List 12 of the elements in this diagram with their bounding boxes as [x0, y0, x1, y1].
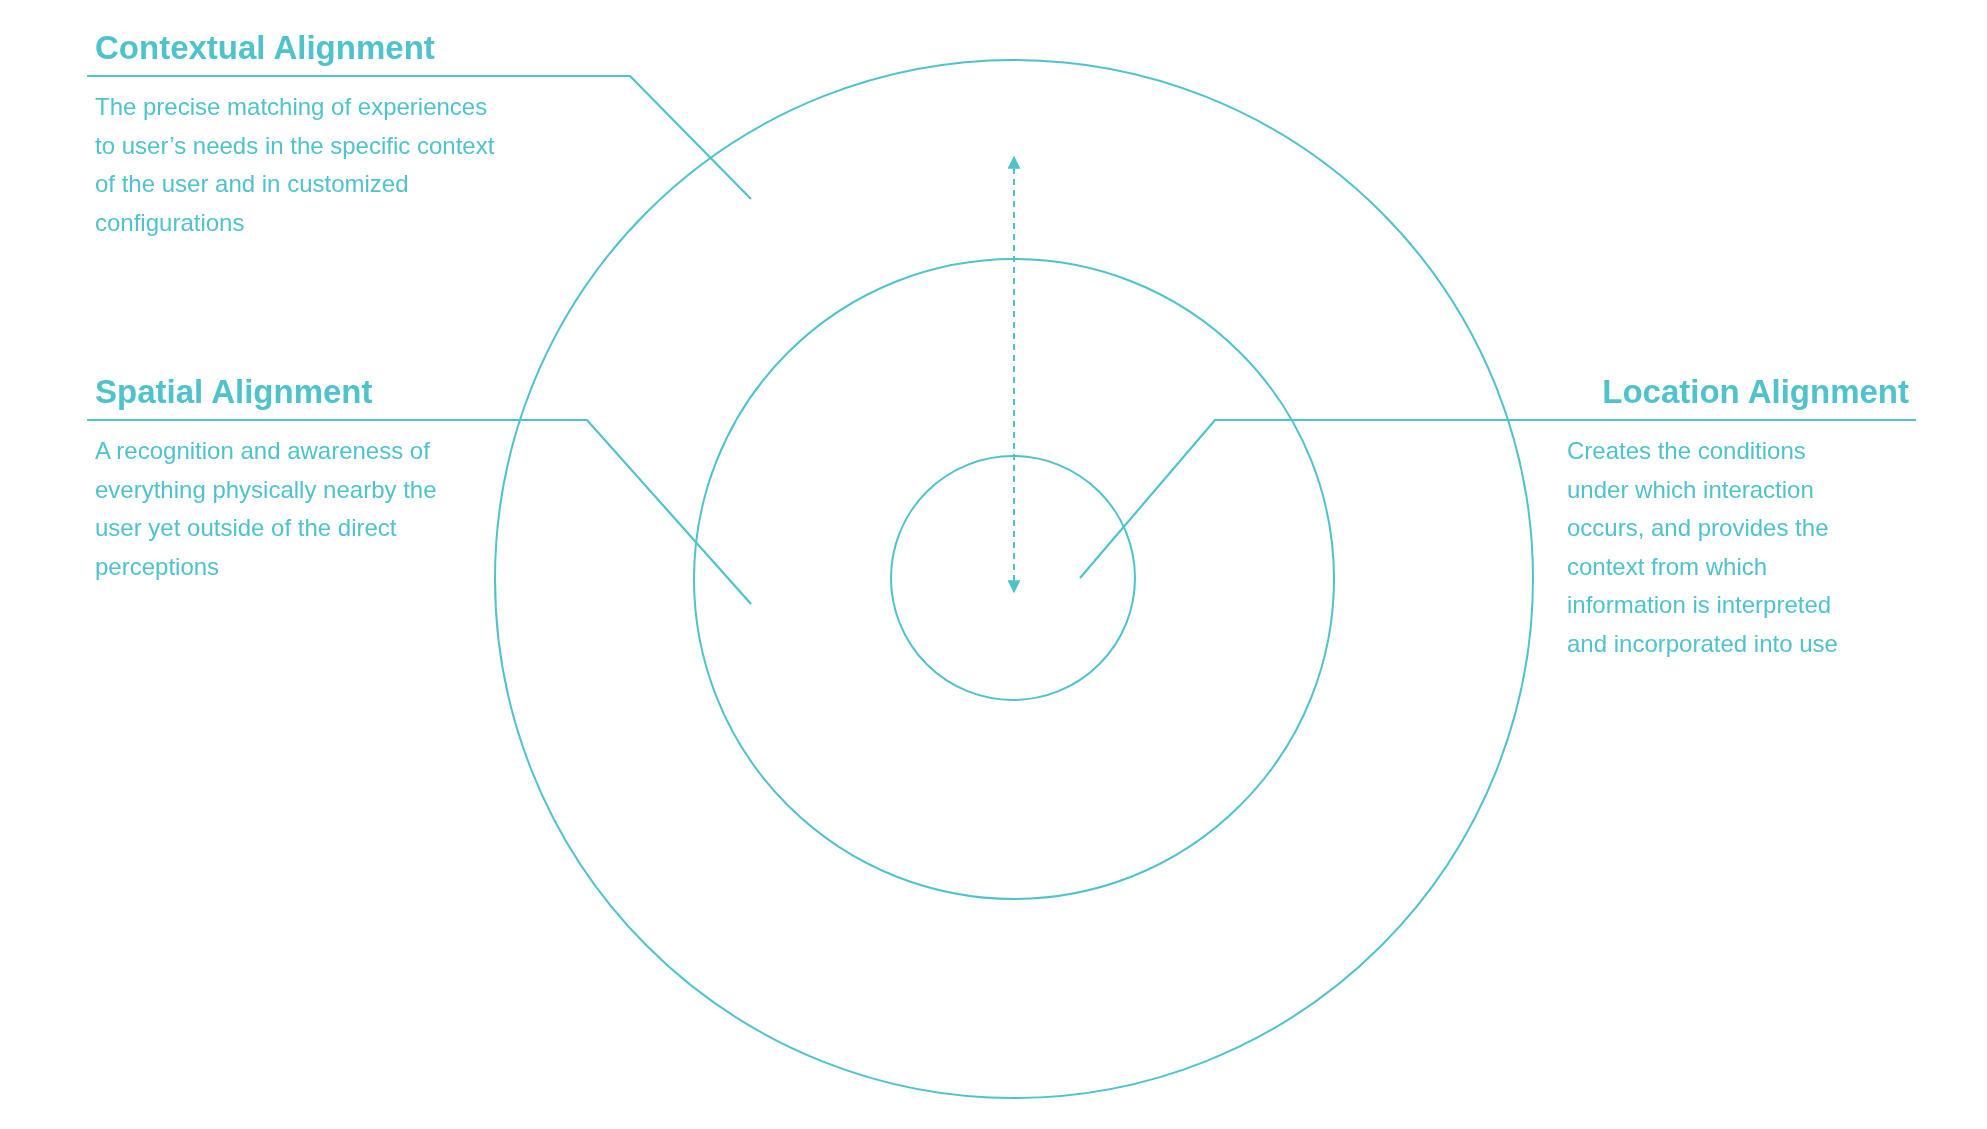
heading: Location Alignment [1601, 372, 1909, 412]
heading: Spatial Alignment [95, 372, 374, 412]
leader-line [87, 74, 752, 200]
leader-line [1079, 418, 1916, 579]
ring-circle [494, 59, 1534, 1099]
ring-circle [692, 257, 1335, 900]
description: The precise matching of experiences to user’s needs in the specific context of the user and in customized configurations [95, 92, 496, 238]
heading: Contextual Alignment [95, 28, 436, 68]
leader-line [87, 418, 752, 605]
description: A recognition and awareness of everything physically nearby the user yet outside of the direct perceptions [95, 436, 438, 582]
ring-circle [890, 455, 1136, 701]
description: Creates the conditions under which interaction occurs, and provides the context from which information is interpreted and incorporated into use [1567, 436, 1839, 659]
